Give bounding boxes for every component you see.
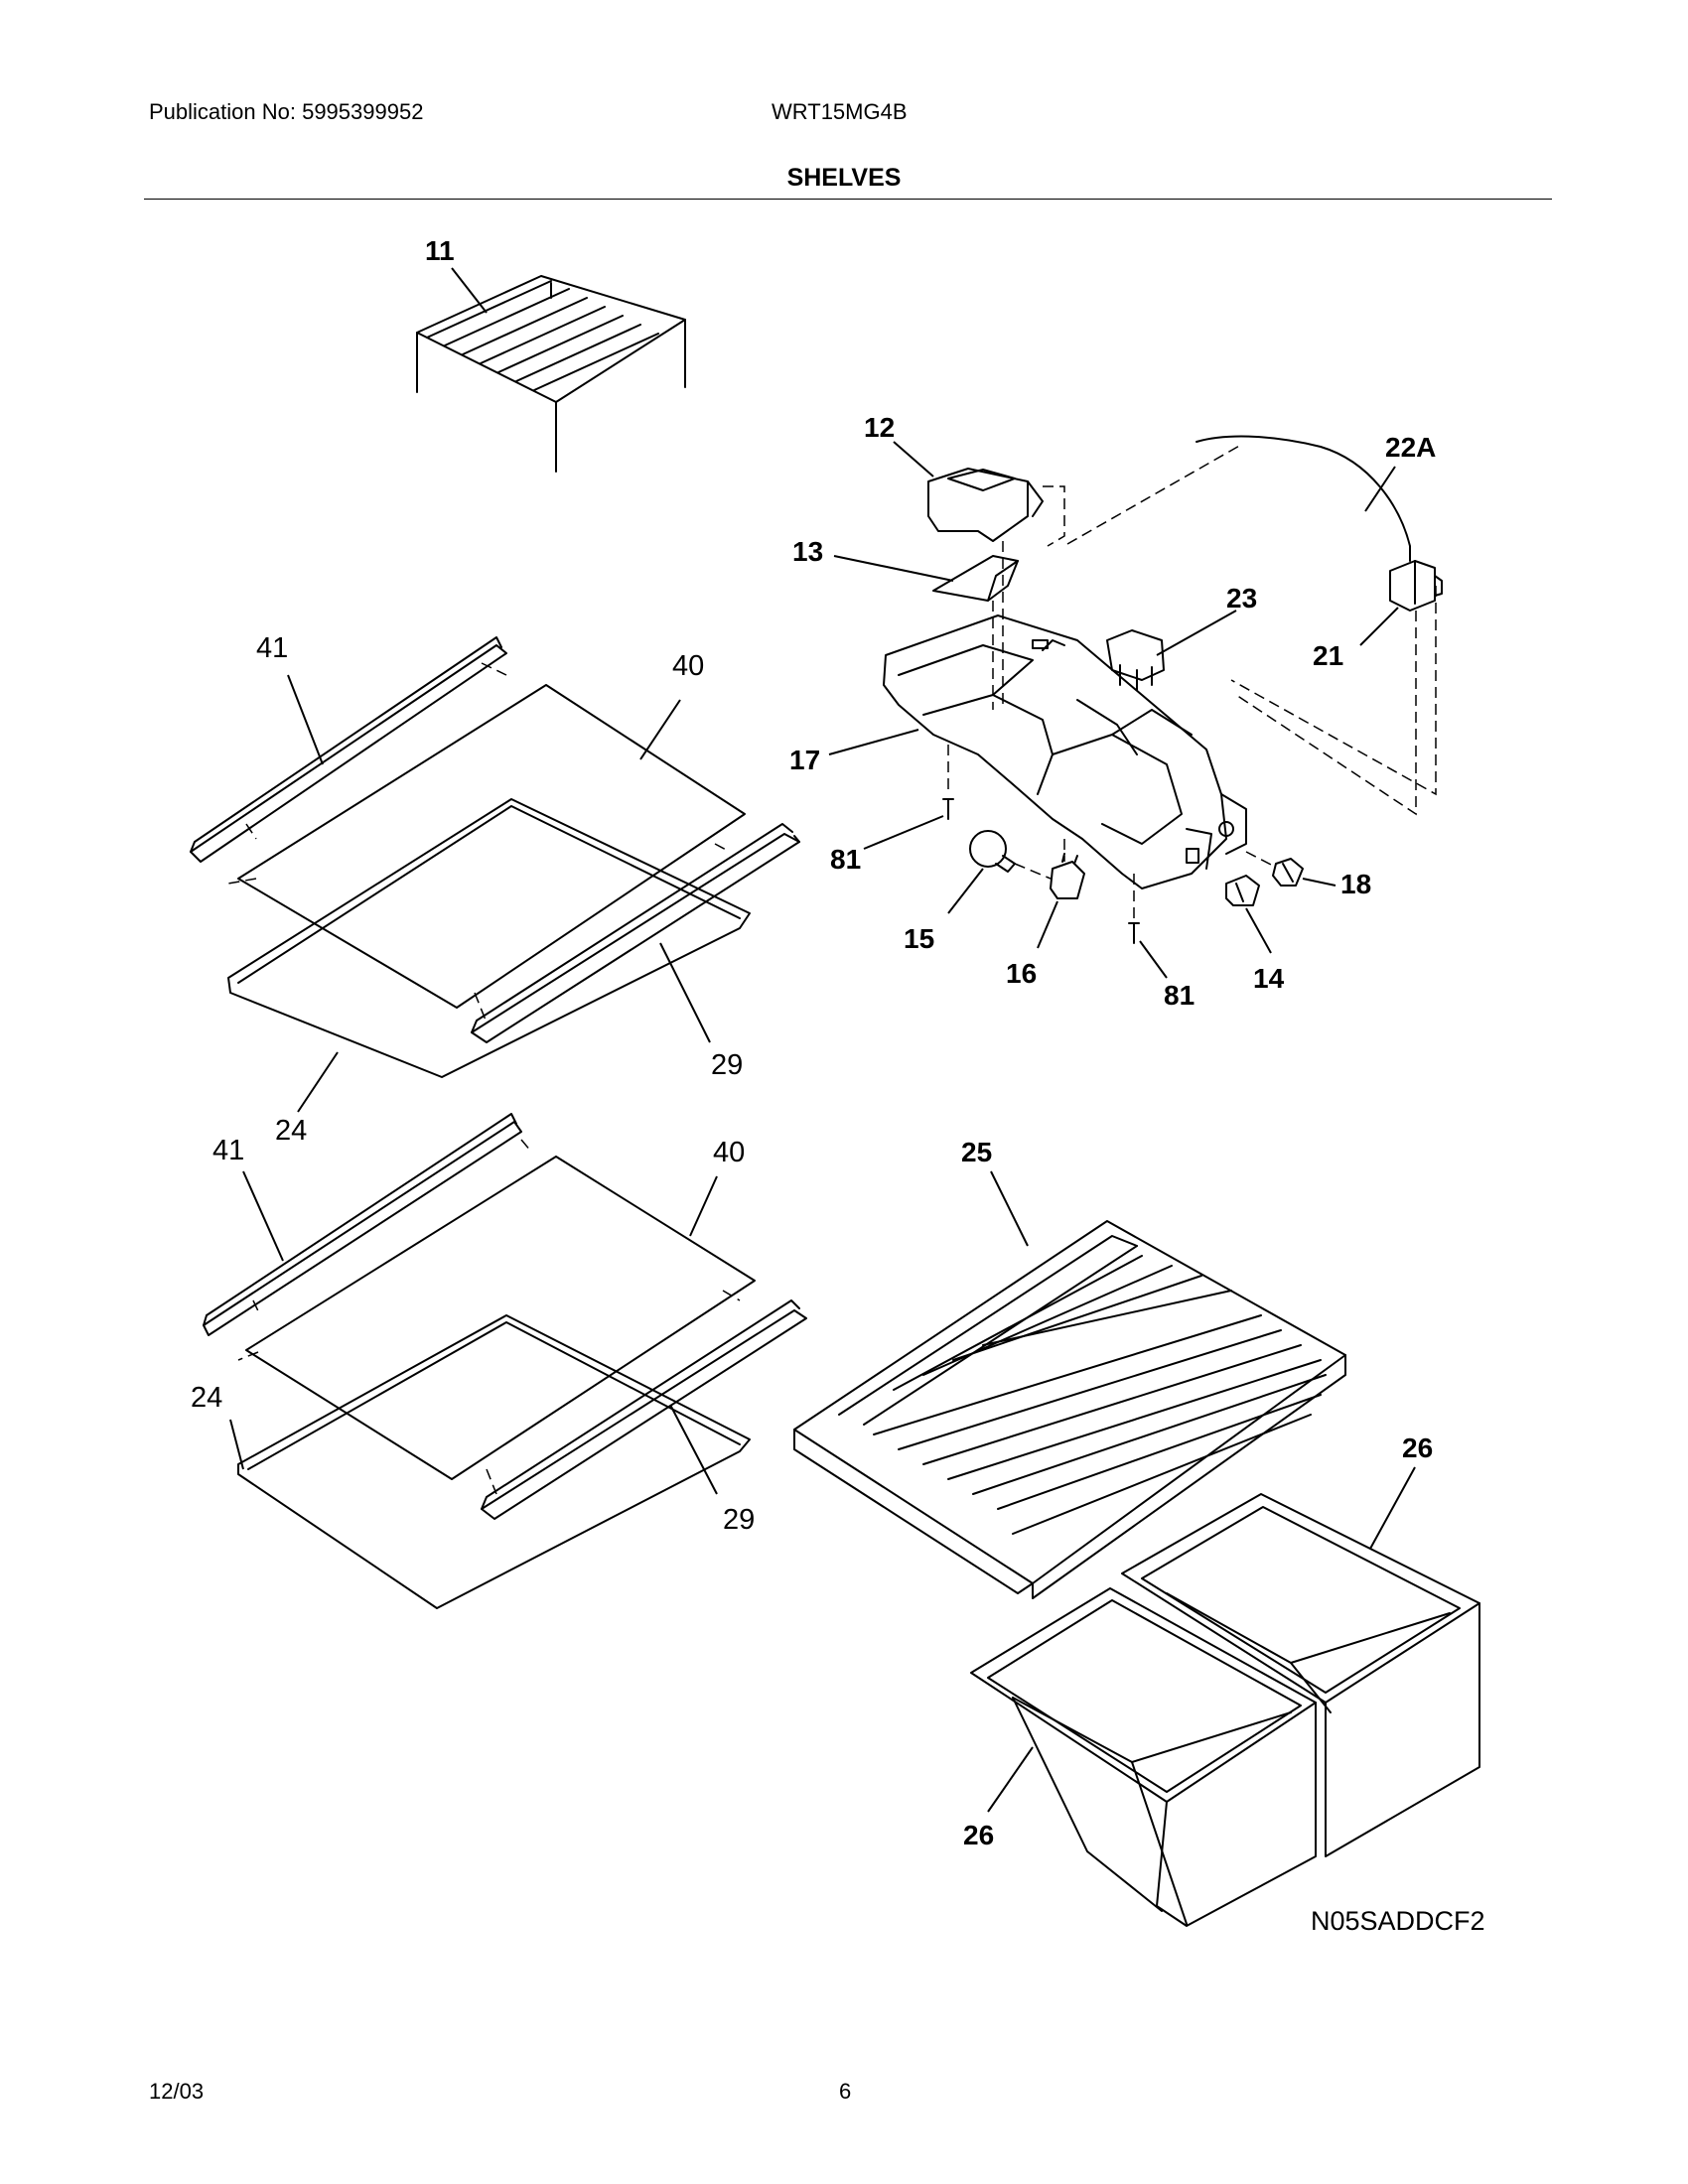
- callout-11: 11: [425, 235, 455, 266]
- page-number: 6: [839, 2079, 852, 2104]
- assembly-line-lower-rear: [520, 1139, 532, 1153]
- leader-15: [947, 868, 984, 914]
- assembly-line-upper-front: [474, 843, 731, 1024]
- part-crisper-drawer-right: [1121, 1493, 1480, 1857]
- part-glass-shelf-lower: [245, 1156, 756, 1480]
- leader-16: [1037, 900, 1058, 949]
- leader-81a: [863, 815, 944, 850]
- assembly-line-cap: [1043, 444, 1242, 547]
- part-deflector: [932, 555, 1019, 602]
- diagram-code: N05SADDCF2: [1311, 1906, 1485, 1936]
- callout-25: 25: [961, 1137, 992, 1167]
- leader-25: [990, 1170, 1029, 1247]
- part-control-knob: [1272, 858, 1304, 887]
- callout-41a: 41: [256, 632, 288, 664]
- part-light-bulb: [969, 830, 1016, 873]
- leader-17: [828, 729, 919, 755]
- part-shelf-trim-rear-upper: [190, 636, 507, 863]
- part-control-housing: [883, 614, 1247, 889]
- part-wire-rack: [416, 275, 686, 473]
- callout-24b: 24: [191, 1382, 222, 1414]
- part-housing-cap: [927, 468, 1044, 542]
- assembly-line-upper-rear: [481, 662, 507, 676]
- callout-40b: 40: [713, 1137, 745, 1168]
- callout-18: 18: [1340, 869, 1371, 899]
- part-crisper-drawer-left: [970, 1587, 1317, 1927]
- publication-number: Publication No: 5995399952: [149, 99, 424, 124]
- leader-26b: [987, 1746, 1034, 1813]
- leader-81b: [1139, 940, 1168, 979]
- leader-13: [833, 555, 954, 582]
- callout-26a: 26: [1402, 1433, 1433, 1463]
- header-rule: [144, 199, 1552, 200]
- assembly-line-upper-side: [227, 823, 257, 885]
- assembly-line-knob: [1245, 851, 1274, 867]
- callout-40a: 40: [672, 650, 704, 682]
- callout-12: 12: [864, 412, 895, 443]
- leader-26a: [1369, 1466, 1416, 1550]
- leader-40a: [639, 699, 681, 760]
- callout-29b: 29: [723, 1504, 755, 1536]
- part-crisper-cover: [793, 1220, 1346, 1599]
- leader-41b: [242, 1170, 284, 1262]
- callout-81a: 81: [830, 844, 861, 875]
- assembly-line-bulb: [1014, 863, 1052, 880]
- leader-29b: [669, 1404, 718, 1495]
- callout-21: 21: [1313, 640, 1343, 671]
- part-connector: [1389, 560, 1443, 612]
- model-number: WRT15MG4B: [772, 99, 908, 124]
- part-shelf-frame-upper: [227, 798, 751, 1078]
- assembly-line-lower-front: [486, 1290, 741, 1495]
- part-screw-b: [1128, 922, 1140, 944]
- callout-22a: 22A: [1385, 432, 1436, 463]
- assembly-line-connector-a: [1235, 611, 1417, 816]
- leader-11: [451, 267, 488, 314]
- part-shelf-trim-front-upper: [471, 823, 800, 1043]
- leader-18: [1302, 878, 1336, 887]
- leader-41a: [287, 674, 324, 765]
- leader-24a: [297, 1051, 339, 1113]
- leader-12: [893, 441, 934, 478]
- callout-15: 15: [904, 923, 934, 954]
- part-shelf-trim-front-lower: [481, 1299, 807, 1520]
- callout-17: 17: [789, 745, 820, 775]
- callout-13: 13: [792, 536, 823, 567]
- part-wire-harness: [1196, 435, 1411, 562]
- part-shelf-frame-lower: [237, 1314, 751, 1609]
- leader-24b: [229, 1419, 244, 1470]
- part-glass-shelf-upper: [237, 684, 746, 1009]
- part-light-switch: [1225, 875, 1260, 906]
- callout-16: 16: [1006, 958, 1037, 989]
- part-defrost-timer: [1106, 629, 1165, 691]
- leader-21: [1359, 607, 1399, 646]
- part-shelf-trim-rear-lower: [203, 1113, 522, 1336]
- callout-24a: 24: [275, 1115, 307, 1147]
- callout-14: 14: [1253, 963, 1285, 994]
- part-light-socket: [1050, 853, 1085, 899]
- callout-81b: 81: [1164, 980, 1195, 1011]
- leader-40b: [689, 1175, 718, 1237]
- footer-date: 12/03: [149, 2079, 205, 2104]
- assembly-line-lower-side: [237, 1299, 261, 1361]
- assembly-line-connector-b: [1230, 586, 1437, 796]
- callout-23: 23: [1226, 583, 1257, 614]
- leader-22a: [1364, 466, 1396, 512]
- callout-29a: 29: [711, 1049, 743, 1081]
- leader-14: [1245, 907, 1272, 954]
- leader-23: [1156, 610, 1237, 656]
- leader-29a: [659, 942, 711, 1043]
- part-screw-a: [942, 798, 954, 820]
- callout-41b: 41: [212, 1135, 244, 1166]
- section-title: SHELVES: [786, 164, 902, 192]
- callout-26b: 26: [963, 1820, 994, 1850]
